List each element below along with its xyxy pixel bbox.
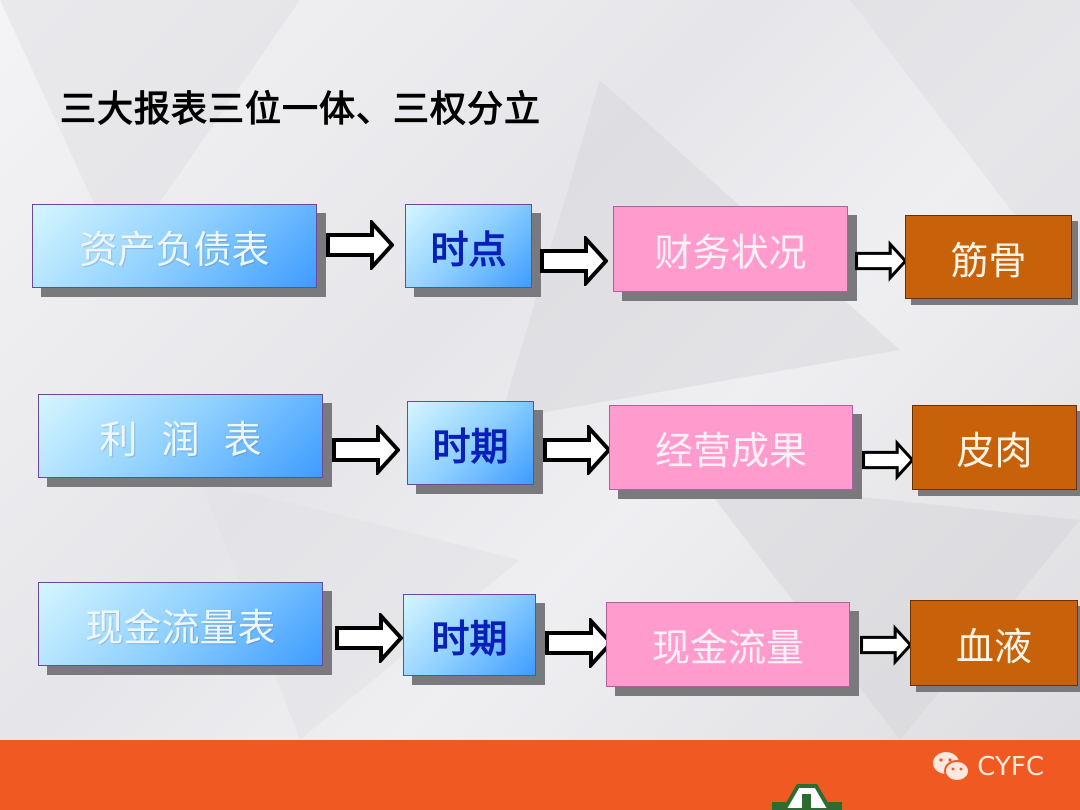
brand: CYFC bbox=[931, 750, 1044, 784]
arrow-right-icon bbox=[860, 624, 912, 666]
arrow-right-icon bbox=[335, 613, 403, 663]
meaning-box: 经营成果 bbox=[609, 405, 853, 490]
arrow-right-icon bbox=[540, 236, 608, 286]
metaphor-box: 血液 bbox=[910, 600, 1078, 686]
arrow-right-icon bbox=[855, 240, 907, 282]
statement-box: 现金流量表 bbox=[38, 582, 323, 666]
wechat-icon bbox=[933, 752, 971, 782]
footer-bar: CYFC bbox=[0, 740, 1080, 810]
brand-name: CYFC bbox=[977, 752, 1044, 782]
arrow-right-icon bbox=[543, 425, 611, 475]
metaphor-box: 皮肉 bbox=[912, 405, 1077, 490]
logo-mark bbox=[772, 784, 842, 810]
arrow-right-icon bbox=[332, 425, 400, 475]
meaning-box: 现金流量 bbox=[606, 602, 850, 687]
arrow-right-icon bbox=[545, 618, 613, 668]
statement-box: 资产负债表 bbox=[32, 204, 317, 288]
time-box: 时期 bbox=[407, 401, 534, 485]
statement-box: 利 润 表 bbox=[38, 394, 323, 478]
slide-title: 三大报表三位一体、三权分立 bbox=[60, 89, 542, 130]
arrow-right-icon bbox=[326, 220, 394, 270]
time-box: 时点 bbox=[405, 204, 532, 288]
meaning-box: 财务状况 bbox=[613, 206, 848, 292]
arrow-right-icon bbox=[862, 439, 914, 481]
time-box: 时期 bbox=[403, 594, 536, 676]
metaphor-box: 筋骨 bbox=[905, 215, 1072, 299]
